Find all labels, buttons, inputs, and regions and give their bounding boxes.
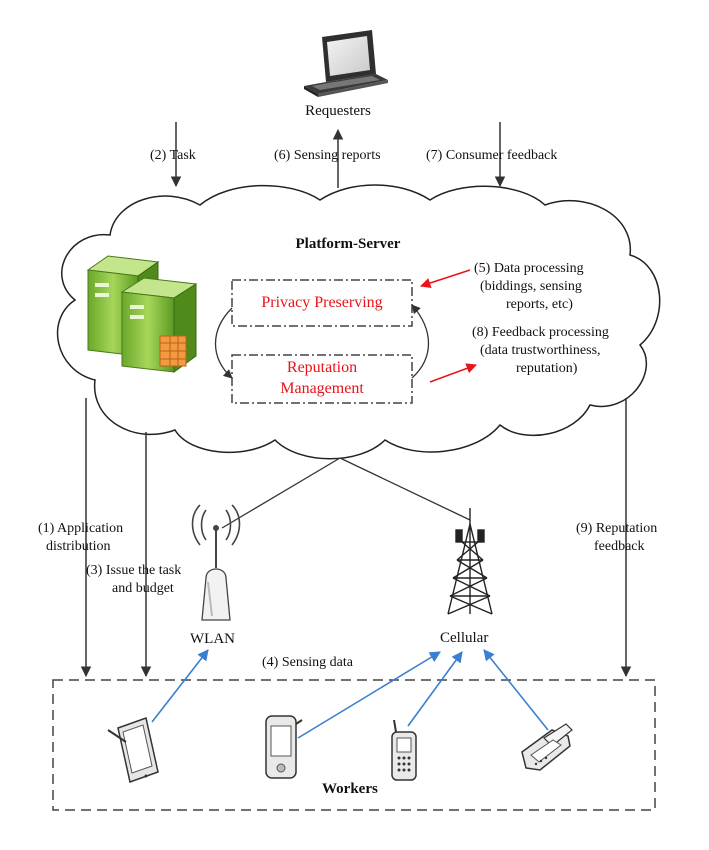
platform-cloud (56, 184, 661, 460)
server-icon (86, 255, 198, 373)
wlan-label: WLAN (190, 631, 235, 647)
flip-phone-icon (521, 723, 573, 771)
privacy-preserving-label: Privacy Preserving (261, 294, 383, 311)
tablet-icon (107, 717, 159, 783)
issue-task-label-1: (3) Issue the task (86, 563, 182, 578)
sensing-reports-label: (6) Sensing reports (274, 148, 381, 163)
feedback-processing-label-1: (8) Feedback processing (472, 325, 609, 340)
phone-to-cellular-arrow (407, 651, 463, 727)
reputation-label-line1: Reputation (286, 359, 358, 376)
tablet-to-wlan-arrow (151, 649, 209, 723)
flip-to-cellular-arrow (483, 649, 549, 731)
reputation-label-line2: Management (280, 380, 364, 397)
workers-box (52, 679, 656, 811)
pda-icon (265, 715, 303, 779)
app-distribution-label-2: distribution (46, 539, 111, 554)
reputation-management-box (231, 354, 413, 404)
reputation-feedback-label-2: feedback (594, 539, 645, 554)
platform-server-title: Platform-Server (295, 236, 401, 252)
data-processing-label-2: (biddings, sensing (480, 279, 582, 294)
consumer-feedback-label: (7) Consumer feedback (426, 148, 558, 163)
requesters-label: Requesters (305, 103, 371, 119)
sensing-data-label: (4) Sensing data (262, 655, 353, 670)
feedback-processing-label-3: reputation) (516, 361, 578, 376)
cell-tower-icon (447, 508, 493, 615)
feedback-processing-arrow (429, 363, 477, 383)
workers-label: Workers (322, 781, 378, 797)
cellular-label: Cellular (440, 630, 489, 646)
data-processing-label-1: (5) Data processing (474, 261, 584, 276)
cloud-to-cellular-line (339, 457, 471, 521)
pda-to-cellular-arrow (297, 651, 441, 739)
privacy-preserving-box (231, 279, 413, 327)
reputation-feedback-label-1: (9) Reputation (576, 521, 658, 536)
task-label: (2) Task (150, 148, 196, 163)
cloud-to-wlan-line (221, 457, 341, 529)
app-distribution-label-1: (1) Application (38, 521, 124, 536)
laptop-icon (304, 30, 388, 97)
feedback-processing-label-2: (data trustworthiness, (480, 343, 601, 358)
privacy-to-reputation-arrow (214, 307, 233, 379)
issue-task-label-2: and budget (112, 581, 174, 596)
data-processing-label-3: reports, etc) (506, 297, 573, 312)
feature-phone-icon (391, 719, 417, 781)
reputation-to-privacy-arrow (411, 304, 430, 379)
data-processing-arrow (420, 269, 471, 289)
wifi-antenna-icon (191, 504, 241, 621)
